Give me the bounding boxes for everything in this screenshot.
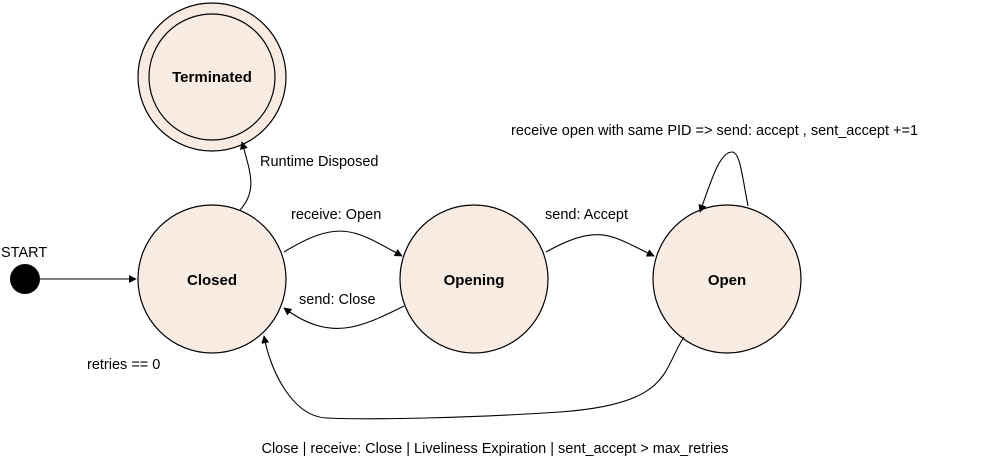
- edge-closed-to-terminated-label: Runtime Disposed: [260, 154, 378, 170]
- edge-opening-to-open: [545, 234, 655, 257]
- state-terminated: Terminated: [137, 2, 287, 152]
- state-open-label: Open: [708, 272, 746, 289]
- state-terminated-label: Terminated: [172, 69, 252, 86]
- edge-closed-to-opening-label: receive: Open: [291, 207, 381, 223]
- start-node: [10, 264, 40, 294]
- state-opening: Opening: [399, 204, 549, 354]
- edge-open-to-closed: [261, 335, 685, 420]
- edge-opening-to-closed-label: send: Close: [299, 292, 376, 308]
- state-closed: Closed: [137, 204, 287, 354]
- edge-closed-to-opening: [283, 230, 403, 257]
- edge-opening-to-open-label: send: Accept: [545, 207, 628, 223]
- start-label: START: [1, 245, 47, 261]
- state-opening-label: Opening: [444, 272, 505, 289]
- edge-open-self-loop-label: receive open with same PID => send: acce…: [511, 123, 918, 139]
- edge-opening-to-closed: [283, 305, 405, 329]
- edge-open-to-closed-label: Close | receive: Close | Liveliness Expi…: [261, 441, 728, 456]
- closed-retries-label: retries == 0: [87, 357, 160, 373]
- edge-open-self-loop: [698, 151, 749, 213]
- state-closed-label: Closed: [187, 272, 237, 289]
- edge-closed-to-terminated: [239, 141, 252, 211]
- state-open: Open: [652, 204, 802, 354]
